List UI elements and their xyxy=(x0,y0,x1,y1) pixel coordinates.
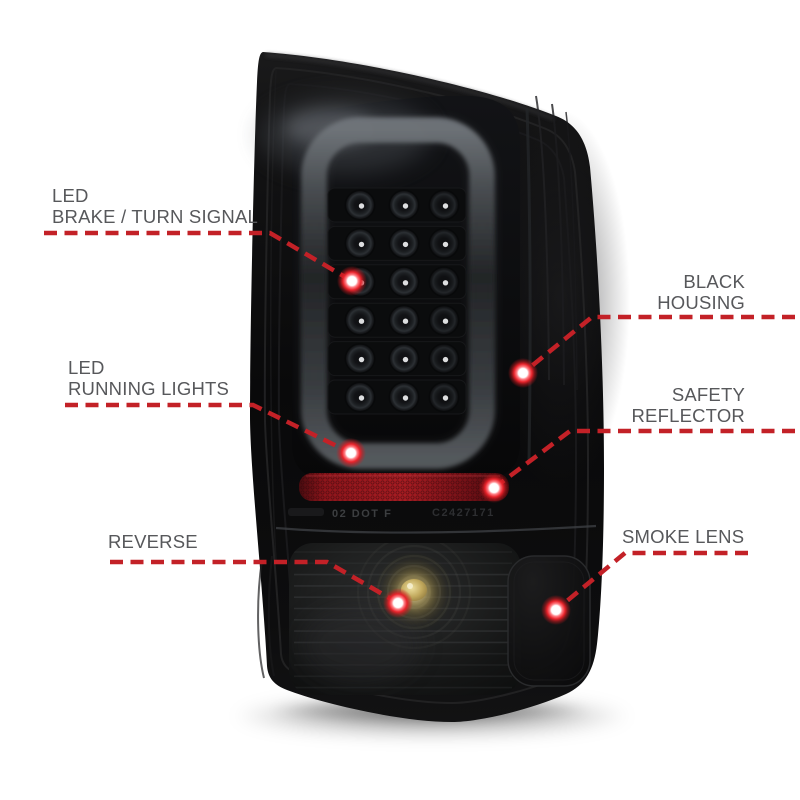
callout-label-line2: REFLECTOR xyxy=(631,405,745,426)
callout-label-line1: LED xyxy=(52,185,89,206)
molded-markings: 02 DOT F C2427171 xyxy=(288,507,495,520)
callout-line-reverse xyxy=(110,559,400,605)
callout-label-line1: REVERSE xyxy=(108,531,198,552)
callout-line-safety-reflector xyxy=(492,428,795,490)
led-cup-center xyxy=(442,318,449,324)
callout-dot-reverse xyxy=(383,588,413,618)
callout-label-line1: BLACK xyxy=(683,271,745,292)
callout-label-line2: BRAKE / TURN SIGNAL xyxy=(52,206,258,227)
callout-label-line2: RUNNING LIGHTS xyxy=(68,378,230,399)
led-cup-center xyxy=(402,203,409,209)
callout-dot-safety-reflector xyxy=(479,473,509,503)
callout-dots xyxy=(336,266,571,625)
callout-label-line1: LED xyxy=(68,357,105,378)
callout-line-led-running xyxy=(65,402,352,456)
led-cup-center xyxy=(402,356,409,363)
led-cup-center xyxy=(358,395,365,401)
callout-label-reverse: REVERSE xyxy=(108,531,198,552)
led-cup-center xyxy=(358,356,365,363)
callout-label-smoke-lens: SMOKE LENS xyxy=(622,526,744,547)
callout-label-black-housing: BLACK HOUSING xyxy=(657,271,745,313)
callout-dot-led-brake xyxy=(337,266,367,296)
led-cup-center xyxy=(358,241,365,248)
led-array xyxy=(327,187,467,415)
led-cup-center xyxy=(442,203,449,209)
callout-label-line1: SMOKE LENS xyxy=(622,526,745,547)
code-stamp-text: C2427171 xyxy=(432,507,495,519)
safety-reflector-strip xyxy=(299,473,509,501)
callout-lines xyxy=(44,230,795,612)
callout-label-led-brake-turn-signal: LED BRAKE / TURN SIGNAL xyxy=(52,185,258,227)
reverse-light-section xyxy=(289,543,591,695)
callout-label-led-running-lights: LED RUNNING LIGHTS xyxy=(68,357,229,399)
section-seam xyxy=(275,524,597,534)
led-cup-center xyxy=(442,280,449,286)
callout-line-led-brake xyxy=(44,230,354,283)
led-cup-center xyxy=(402,318,409,324)
led-cup-center xyxy=(442,241,449,248)
led-cup-center xyxy=(402,395,409,401)
callout-dot-black-housing xyxy=(508,358,538,388)
led-cup-center xyxy=(402,280,409,286)
callout-line-smoke-lens xyxy=(554,550,748,612)
callout-dot-led-running xyxy=(336,438,366,468)
dot-stamp-text: 02 DOT F xyxy=(332,508,392,520)
led-cup-center xyxy=(402,241,409,248)
led-cup-center xyxy=(358,203,365,209)
callout-line-black-housing xyxy=(521,314,795,375)
led-cup-center xyxy=(442,395,449,401)
led-cup-center xyxy=(442,356,449,363)
callout-label-line2: HOUSING xyxy=(657,292,745,313)
callout-label-line1: SAFETY xyxy=(671,384,745,405)
callout-label-safety-reflector: SAFETY REFLECTOR xyxy=(631,384,745,426)
callout-dot-smoke-lens xyxy=(541,595,571,625)
led-cup-center xyxy=(358,318,365,324)
